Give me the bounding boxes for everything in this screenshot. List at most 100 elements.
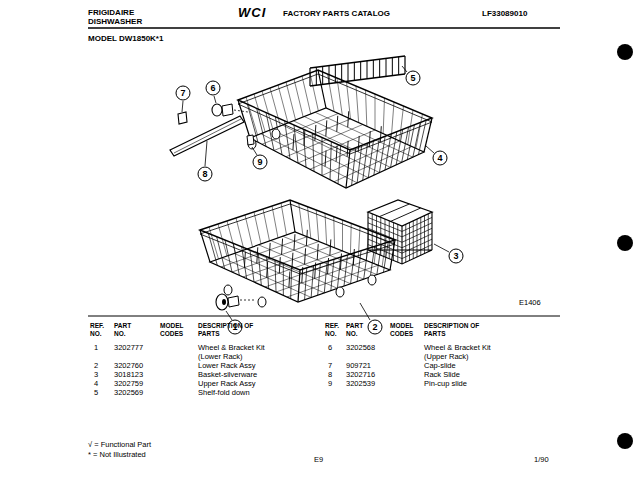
upper-rack-wire xyxy=(322,138,323,176)
column-header: DESCRIPTION OF PARTS xyxy=(424,322,484,337)
lower-rack-tine xyxy=(244,252,245,268)
basket-wire xyxy=(368,245,402,259)
upper-rack-wire xyxy=(322,141,400,176)
upper-rack-post xyxy=(318,70,326,108)
lower-rack-tine xyxy=(340,254,341,270)
upper-rack-wire xyxy=(408,110,413,145)
upper-rack-tine xyxy=(326,120,327,136)
leader-line xyxy=(402,66,407,72)
basket-wire xyxy=(368,223,402,237)
upper-rack-wire xyxy=(391,102,394,137)
lower-rack-wire xyxy=(267,257,269,289)
shelf-picket xyxy=(335,65,336,83)
callout-number: 6 xyxy=(207,82,219,94)
column-header: PART NO. xyxy=(114,322,144,337)
ref-number: 9 xyxy=(328,380,332,389)
lower-rack-floor xyxy=(210,232,390,302)
lower-rack-wire xyxy=(227,221,236,253)
leader-line xyxy=(426,146,434,153)
upper-rack-tine xyxy=(304,130,305,146)
upper-rack-wire xyxy=(375,94,376,130)
lower-rack-wire xyxy=(222,258,311,298)
upper-rack-tine xyxy=(348,111,349,127)
punch-hole xyxy=(617,44,633,60)
leader-line xyxy=(434,244,449,252)
leader-line xyxy=(360,303,370,320)
upper-rack-wire xyxy=(383,98,384,134)
upper-rack-post xyxy=(346,150,350,188)
lower-rack-wire xyxy=(254,212,261,244)
leader-line xyxy=(182,101,183,112)
ref-number: 3 xyxy=(94,371,98,380)
lower-rack-wire xyxy=(236,218,244,250)
part-description: Shelf-fold down xyxy=(198,389,276,398)
upper-rack-wire xyxy=(270,88,280,126)
callout-number: 5 xyxy=(407,72,419,84)
basket-wire xyxy=(402,217,432,231)
cap-slide xyxy=(178,112,187,124)
assembly-line xyxy=(234,110,248,112)
basket-wire xyxy=(402,239,432,253)
upper-rack-wire xyxy=(272,129,369,177)
callout-number: 7 xyxy=(177,87,189,99)
date-code: 1/90 xyxy=(534,455,549,464)
upper-rack-wire xyxy=(363,143,368,180)
part-description: Upper Rack Assy xyxy=(198,380,276,389)
lower-rack-wire xyxy=(299,203,303,235)
lower-rack-wire xyxy=(259,245,351,284)
footnote: * = Not Illustrated xyxy=(88,450,146,459)
shelf-picket xyxy=(354,62,355,80)
upper-rack-wire xyxy=(283,125,380,172)
rack-wheel xyxy=(258,297,266,307)
lower-rack-post xyxy=(290,200,295,232)
ref-number: 8 xyxy=(328,371,332,380)
upper-rack-wire xyxy=(261,134,357,183)
lower-rack-tine xyxy=(282,239,283,255)
upper-rack-tine xyxy=(315,125,316,141)
lower-rack-wire xyxy=(271,241,364,280)
part-number: 3202759 xyxy=(114,380,143,389)
lower-rack-wire xyxy=(218,224,227,256)
part-description: Wheel & Bracket Kit (Lower Rack) xyxy=(198,344,276,361)
part-description: Lower Rack Assy xyxy=(198,362,276,371)
callout-circles xyxy=(176,71,463,334)
part-description: Rack Slide xyxy=(424,371,502,380)
wheel xyxy=(212,104,222,116)
punch-hole xyxy=(617,235,633,251)
part-number: 3202539 xyxy=(346,380,375,389)
basket-wire xyxy=(402,228,432,242)
callout-number: 8 xyxy=(199,168,211,180)
upper-rack-wire xyxy=(302,76,311,114)
lower-rack-tine xyxy=(302,267,303,283)
figure-code: E1406 xyxy=(519,298,541,307)
ref-number: 6 xyxy=(328,344,332,353)
lower-rack-tine xyxy=(305,248,306,264)
upper-rack-wire xyxy=(315,112,413,157)
lower-rack-wire xyxy=(358,227,360,258)
upper-rack-wire xyxy=(337,78,342,115)
lower-rack-tine xyxy=(294,234,295,250)
lower-rack-wire xyxy=(333,217,335,248)
upper-rack-wire xyxy=(352,148,356,186)
shelf-picket xyxy=(386,58,387,76)
leader-line xyxy=(205,141,207,166)
footnote: √ = Functional Part xyxy=(88,440,151,449)
leader-line xyxy=(226,311,232,320)
lower-rack-tine xyxy=(317,244,318,260)
lower-rack-wire xyxy=(209,227,219,259)
callout-circle xyxy=(176,86,190,100)
callout-number: 3 xyxy=(450,250,462,262)
appliance-type: DISHWASHER xyxy=(88,17,142,26)
wheel xyxy=(216,294,228,310)
column-header: REF. NO. xyxy=(325,322,347,337)
lower-rack-wire xyxy=(342,220,343,251)
lower-rack-wire xyxy=(308,207,311,239)
lower-rack-tine xyxy=(328,258,329,274)
part-description: Wheel & Bracket Kit (Upper Rack) xyxy=(424,344,502,361)
upper-rack-wire xyxy=(328,74,335,112)
lower-rack-wire xyxy=(275,260,276,292)
lower-rack-wire xyxy=(276,261,366,293)
lower-rack-tine xyxy=(353,249,354,265)
basket-wire xyxy=(402,223,432,237)
